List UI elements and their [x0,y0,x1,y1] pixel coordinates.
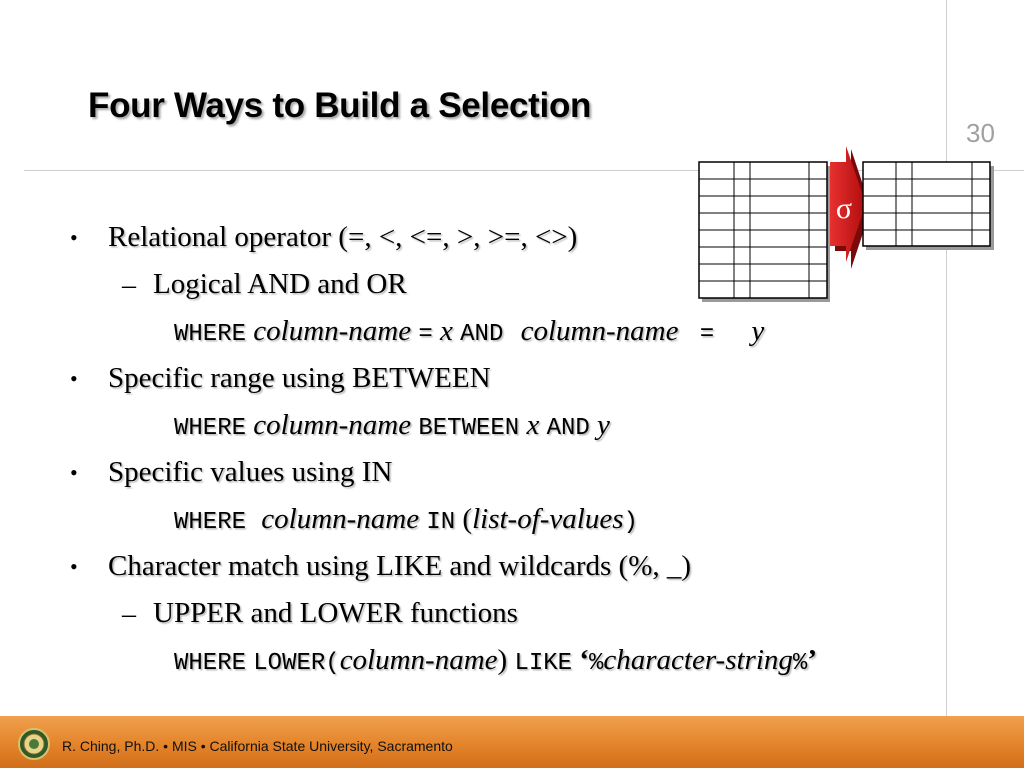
bullet-marker: • [70,554,78,579]
code-line-and: WHERE column-name = x AND column-name = … [174,315,765,348]
sub-bullet-upper-lower: UPPER and LOWER functions [153,597,518,629]
bullet-between: Specific range using BETWEEN [108,362,491,394]
code-line-like: WHERE LOWER(column-name) LIKE ‘%characte… [174,644,817,677]
bullet-marker: • [70,225,78,250]
university-seal-icon [18,728,50,760]
bullet-marker: • [70,366,78,391]
sub-bullet-marker: – [122,599,136,630]
source-table-icon [698,161,830,302]
footer-credit: R. Ching, Ph.D. • MIS • California State… [62,738,453,754]
sigma-arrow-icon: σ [830,146,871,269]
bullet-marker: • [70,460,78,485]
bullet-like: Character match using LIKE and wildcards… [108,550,692,582]
selection-diagram: σ [698,146,994,302]
bullet-in: Specific values using IN [108,456,393,488]
code-line-between: WHERE column-name BETWEEN x AND y [174,409,610,442]
sub-bullet-marker: – [122,270,136,301]
result-table-icon [862,161,994,250]
sigma-symbol: σ [836,192,852,225]
slide-title: Four Ways to Build a Selection [88,86,592,125]
horizontal-rule [24,170,1024,171]
vertical-rule [946,0,947,716]
footer-bar: R. Ching, Ph.D. • MIS • California State… [0,716,1024,768]
sub-bullet-logical-and-or: Logical AND and OR [153,268,407,300]
code-line-in: WHERE column-name IN (list-of-values) [174,503,638,536]
page-number: 30 [966,118,995,148]
bullet-relational-operator: Relational operator (=, <, <=, >, >=, <>… [108,221,578,253]
